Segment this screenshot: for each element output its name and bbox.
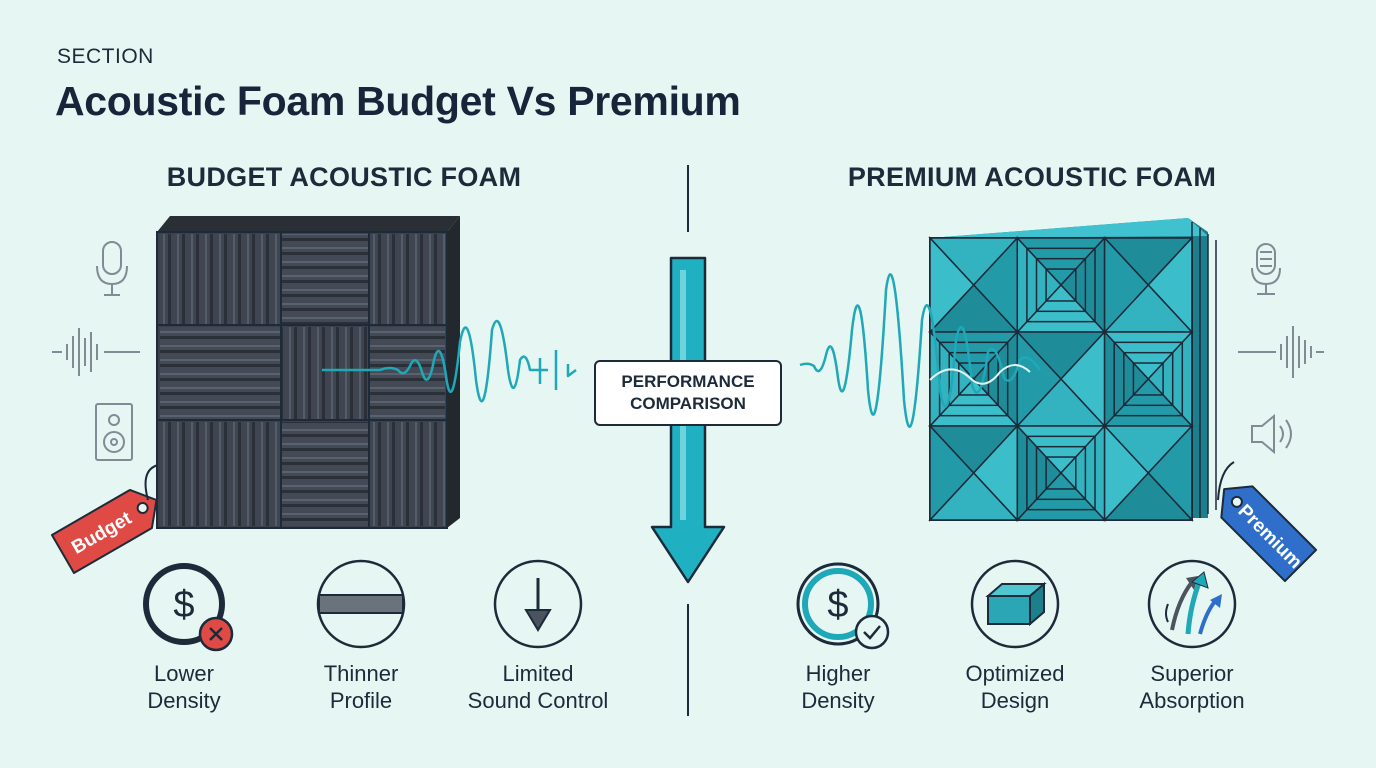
microphone-icon: [96, 241, 128, 296]
feature-optimized-design: Optimized Design: [915, 660, 1115, 714]
performance-label: PERFORMANCE: [621, 372, 755, 391]
pyramid-facet: [1016, 330, 1062, 428]
comparison-label: COMPARISON: [630, 394, 746, 413]
pyramid-ring: [1026, 435, 1096, 511]
pyramid-ring: [1113, 341, 1184, 417]
premium-panel-title: PREMIUM ACOUSTIC FOAM: [847, 162, 1217, 192]
pyramid-ring: [1035, 445, 1087, 501]
feature-label: Density: [147, 688, 221, 713]
pyramid-facet: [929, 424, 975, 522]
pyramid-facet: [1016, 424, 1062, 522]
budget-foam-block: [156, 216, 460, 529]
feature-lower-density: Lower Density: [84, 660, 284, 714]
pyramid-facet: [929, 236, 975, 334]
pyramid-ring: [1035, 257, 1087, 313]
feature-label: Superior: [1150, 661, 1234, 686]
budget-tag: Budget: [50, 488, 158, 575]
svg-text:$: $: [173, 584, 194, 626]
feature-label: Profile: [329, 688, 393, 713]
pyramid-ring: [1026, 247, 1096, 323]
premium-tag: Premium: [1220, 485, 1318, 583]
waveform-icon: [1238, 326, 1324, 378]
feature-label: Absorption: [1139, 688, 1245, 713]
absorption-arrows-icon: [1147, 559, 1237, 649]
pyramid-ring: [948, 351, 999, 407]
feature-label: Thinner: [323, 661, 399, 686]
pyramid-facet: [1016, 236, 1062, 334]
page-title: Acoustic Foam Budget Vs Premium: [55, 78, 741, 124]
dollar-check-icon: $: [796, 562, 890, 650]
down-arrow-icon: [493, 559, 583, 649]
pyramid-facet: [1103, 424, 1150, 522]
premium-sound-wave: [799, 273, 1042, 428]
feature-label: Limited: [502, 661, 574, 686]
premium-foam-block: [928, 218, 1217, 522]
feature-label: Density: [801, 688, 875, 713]
feature-superior-absorption: Superior Absorption: [1092, 660, 1292, 714]
section-label: SECTION: [57, 45, 154, 68]
svg-text:$: $: [827, 584, 848, 626]
feature-label: Lower: [154, 661, 214, 686]
pyramid-facet: [1103, 330, 1150, 428]
volume-icon: [1251, 413, 1292, 455]
pyramid-ring: [1132, 362, 1164, 396]
performance-comparison-box: PERFORMANCE COMPARISON: [594, 360, 782, 426]
feature-higher-density: Higher Density: [738, 660, 938, 714]
microphone-icon: [1251, 243, 1281, 295]
foam-block-icon: [970, 559, 1060, 649]
thin-layer-icon: [316, 559, 406, 649]
pyramid-ring: [1123, 351, 1174, 407]
pyramid-ring: [1045, 268, 1077, 302]
speaker-icon: [95, 403, 133, 461]
pyramid-ring: [1045, 456, 1077, 490]
feature-limited-sound-control: Limited Sound Control: [438, 660, 638, 714]
budget-sound-wave: [322, 319, 577, 403]
budget-panel-title: BUDGET ACOUSTIC FOAM: [166, 162, 522, 192]
feature-label: Higher: [805, 661, 871, 686]
feature-label: Sound Control: [467, 688, 609, 713]
feature-label: Design: [980, 688, 1050, 713]
pyramid-facet: [1103, 236, 1150, 334]
dollar-x-icon: $: [143, 563, 234, 652]
feature-label: Optimized: [965, 661, 1065, 686]
feature-thinner-profile: Thinner Profile: [261, 660, 461, 714]
pyramid-ring: [958, 362, 990, 396]
waveform-icon: [52, 328, 140, 376]
